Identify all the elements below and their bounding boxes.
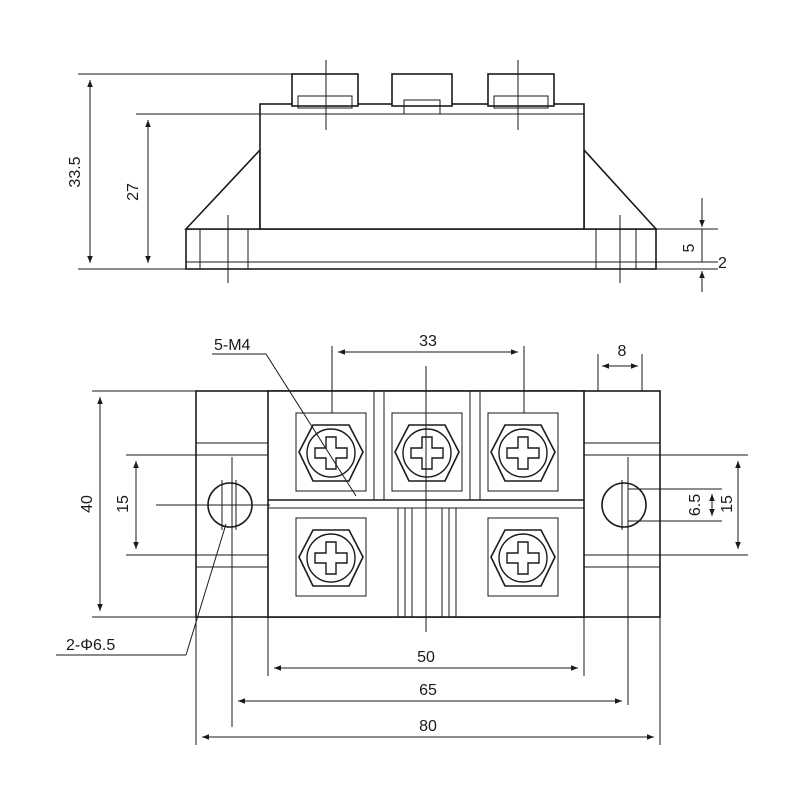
label-top-total-height: 40 (79, 495, 96, 513)
terminal-screw-top-center (391, 412, 463, 492)
side-base-plate (185, 228, 657, 270)
label-top-mount-pitch: 65 (419, 682, 437, 699)
terminal-screw-bottom-left (295, 517, 367, 597)
label-side-base-height: 5 (681, 243, 698, 252)
label-side-total-height: 33.5 (67, 156, 84, 187)
label-side-base-plate: 2 (718, 255, 727, 272)
label-top-hole-offset: 6.5 (687, 494, 704, 516)
label-top-mount-width: 8 (618, 343, 627, 360)
side-terminal-center (391, 73, 453, 107)
label-top-body-width: 50 (417, 649, 435, 666)
terminal-screw-top-left (295, 412, 367, 492)
callout-holes: 2-Φ6.5 (66, 637, 115, 654)
side-left-flank (184, 147, 261, 230)
side-main-body (259, 103, 585, 230)
terminal-screw-bottom-right (487, 517, 559, 597)
side-terminal-right (487, 73, 555, 107)
label-top-right-spacing: 15 (719, 495, 736, 513)
side-view: 33.5 27 5 2 (67, 60, 727, 292)
mounting-hole-right (601, 482, 647, 528)
terminal-screw-top-right (487, 412, 559, 492)
label-top-total-width: 80 (419, 718, 437, 735)
label-top-mount-spacing: 15 (115, 495, 132, 513)
label-top-terminal-pitch: 33 (419, 333, 437, 350)
side-terminal-left (291, 73, 359, 107)
callout-screws: 5-M4 (214, 337, 251, 354)
label-side-body-height: 27 (125, 183, 142, 201)
top-view: 33 8 40 15 15 6.5 50 65 (56, 333, 748, 745)
